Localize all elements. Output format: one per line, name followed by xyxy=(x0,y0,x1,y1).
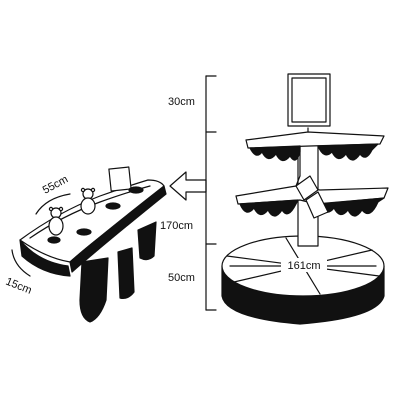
clip xyxy=(105,202,121,210)
diameter-label-bg xyxy=(281,258,327,272)
top-sign-inner xyxy=(291,77,327,123)
clip xyxy=(128,186,144,194)
height-ruler xyxy=(205,75,217,311)
arrow-left-icon xyxy=(169,171,207,201)
clip xyxy=(47,236,61,244)
upper-tier xyxy=(245,131,385,177)
tray-sign xyxy=(108,166,132,192)
display-stand: 161cm xyxy=(221,73,389,325)
round-base xyxy=(221,235,385,325)
lower-tier xyxy=(235,175,389,219)
bear-figure xyxy=(48,206,64,236)
shelf-unit-detail xyxy=(11,166,167,323)
top-height-label: 30cm xyxy=(168,96,195,108)
middle-height-label: 170cm xyxy=(160,220,193,232)
top-sign xyxy=(287,73,331,127)
clip xyxy=(76,228,92,236)
depth-dimension-arc xyxy=(11,249,31,277)
drape-panel-back xyxy=(137,221,157,261)
tray-front-edge xyxy=(69,185,167,273)
width-dimension-arc xyxy=(35,193,71,215)
drape-panel-front xyxy=(79,257,109,323)
drape-front-skirt xyxy=(19,239,71,277)
bear-figure xyxy=(80,187,96,215)
drape-panel-middle xyxy=(117,247,135,299)
base-height-label: 50cm xyxy=(168,272,195,284)
base-diameter-label: 161cm xyxy=(287,260,320,272)
unit-depth-label: 15cm xyxy=(4,276,33,297)
unit-width-label: 55cm xyxy=(41,173,70,196)
